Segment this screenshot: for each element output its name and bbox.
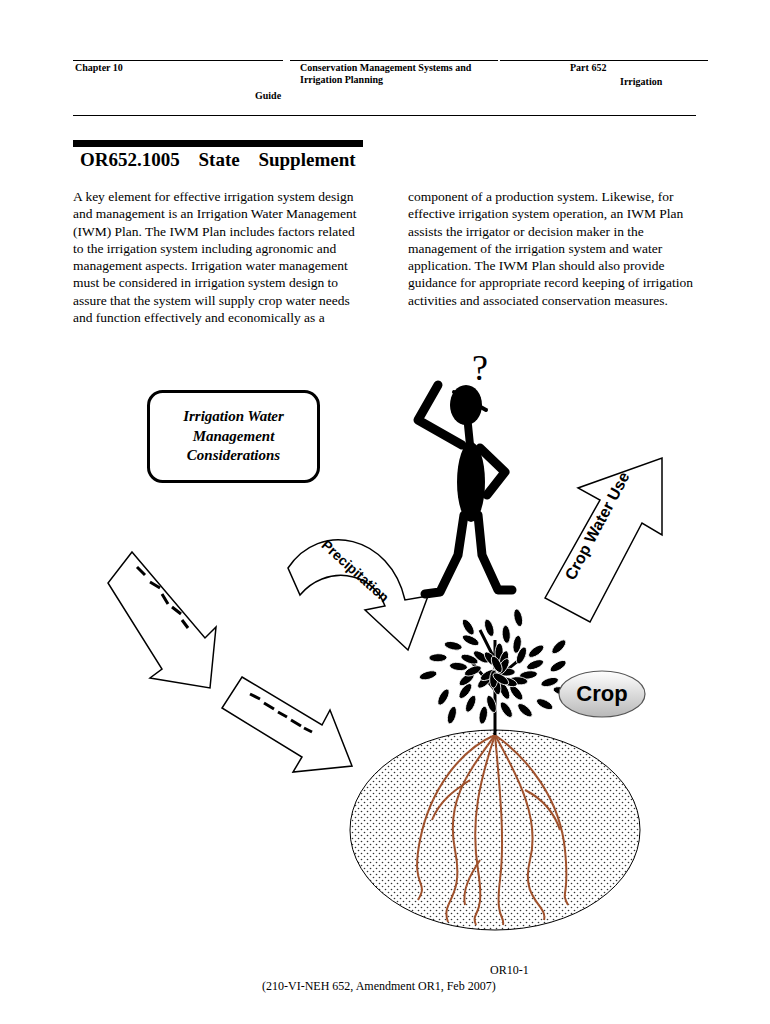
body-text: component of a production system. Likewi…	[408, 188, 700, 309]
precipitation-arrow	[288, 540, 428, 650]
footer-reference: (210-VI-NEH 652, Amendment OR1, Feb 2007…	[262, 980, 496, 994]
soil-profile	[350, 730, 640, 930]
header-rules	[73, 61, 708, 116]
irrigator-figure	[418, 385, 512, 594]
guide-label: Guide	[255, 90, 315, 102]
page-title: OR652.1005 State Supplement	[80, 149, 356, 171]
considerations-box: Irrigation Water Management Consideratio…	[147, 390, 320, 483]
input-arrow	[222, 677, 352, 772]
title-bar	[73, 140, 363, 147]
chapter-label: Chapter 10	[75, 62, 195, 74]
crop-plant	[418, 608, 571, 735]
crop-roots	[417, 735, 568, 925]
question-mark: ?	[472, 348, 488, 389]
guide-label: Irrigation	[620, 76, 700, 88]
page-number: OR10-1	[490, 964, 529, 978]
crop-oval: Crop	[558, 670, 646, 718]
input-arrow	[108, 552, 216, 688]
body-text: A key element for effective irrigation s…	[73, 188, 365, 326]
part-label: Part 652	[570, 62, 650, 74]
node-text: Crop	[576, 680, 627, 709]
chapter-title: Conservation Management Systems and Irri…	[300, 62, 510, 85]
crop-water-use-arrow	[545, 458, 662, 622]
node-text: Irrigation Water Management Consideratio…	[157, 407, 310, 466]
